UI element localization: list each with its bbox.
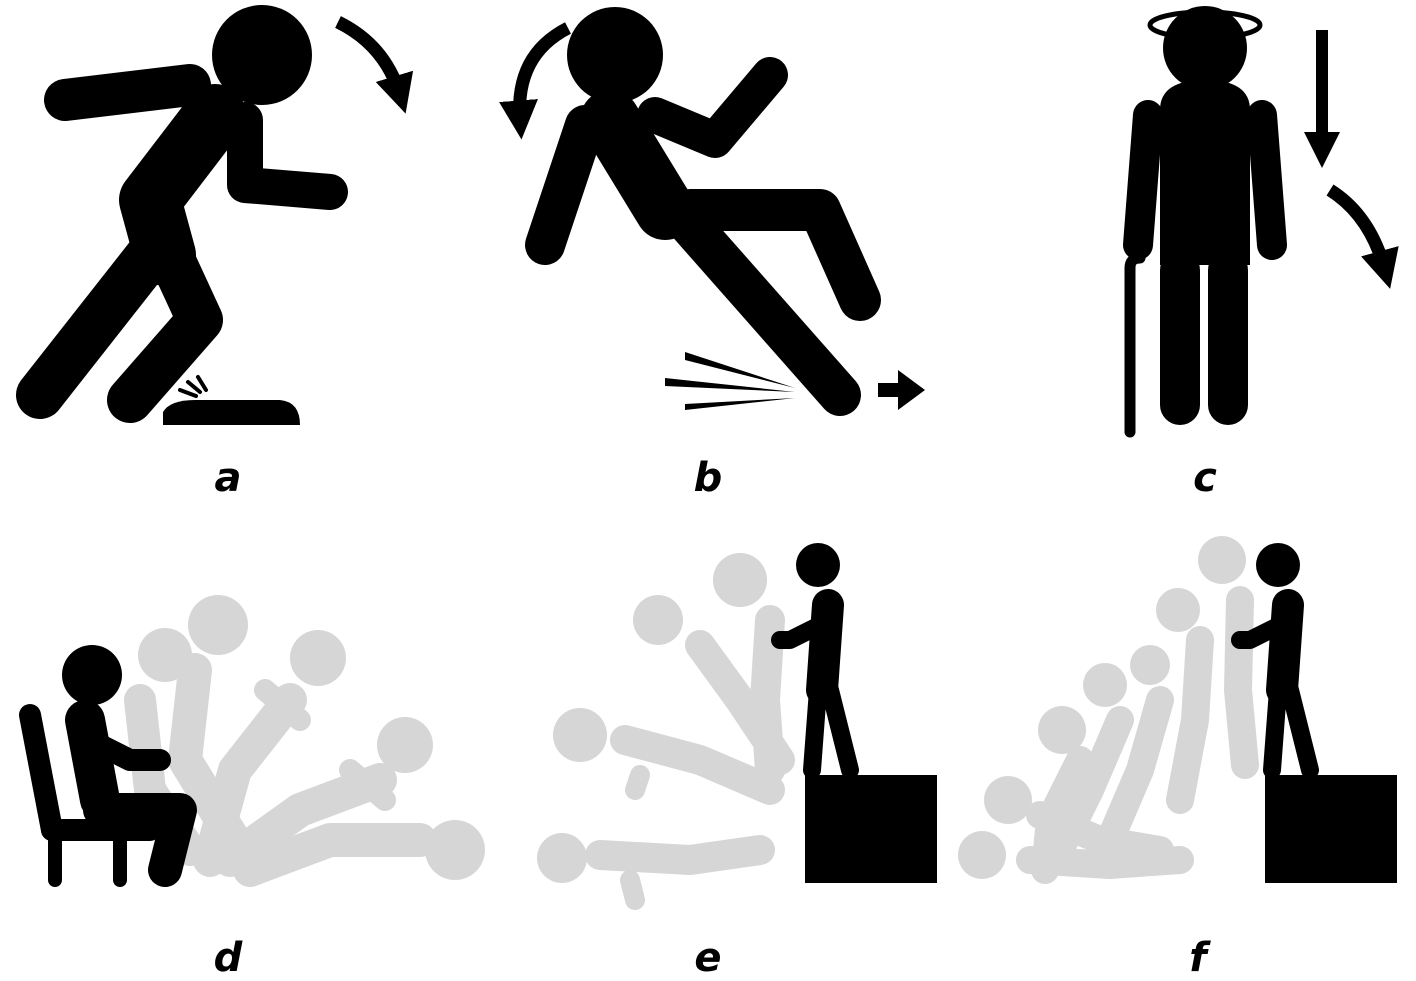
trip-over-obstacle-icon xyxy=(16,5,414,425)
panel-label-c: c xyxy=(1193,455,1217,501)
panel-label-b: b xyxy=(693,455,723,501)
panel-label-d: d xyxy=(213,935,243,981)
panel-label-f: f xyxy=(1189,935,1207,981)
fall-from-step-backward-sequence-icon xyxy=(537,543,937,910)
fall-from-chair-sequence-icon xyxy=(19,595,485,887)
slip-forward-feet-icon xyxy=(499,7,925,416)
panel-label-a: a xyxy=(214,455,242,501)
panel-label-e: e xyxy=(694,935,722,981)
dizzy-elder-cane-icon xyxy=(1123,6,1399,438)
fall-from-step-collapse-sequence-icon xyxy=(958,536,1397,884)
